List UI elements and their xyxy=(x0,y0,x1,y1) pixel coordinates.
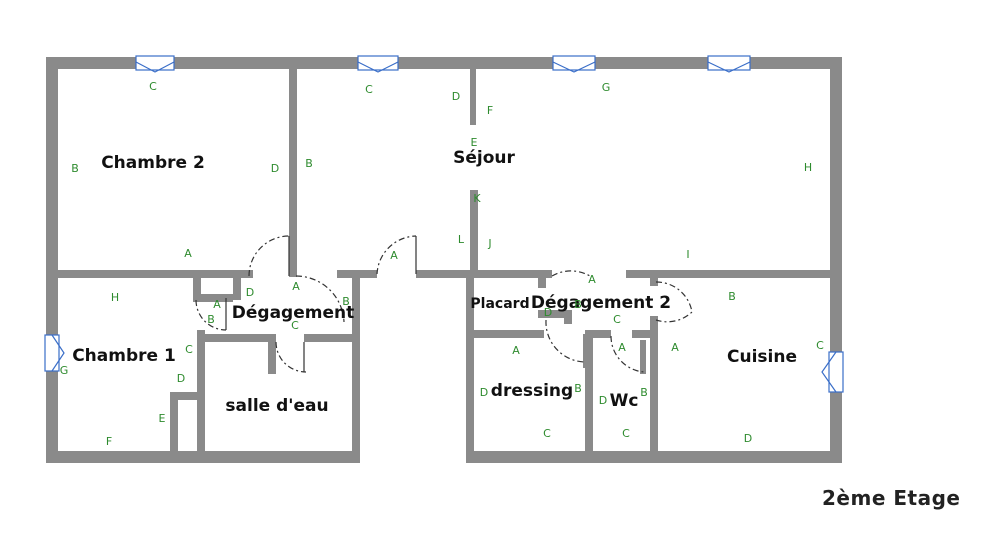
wall-letter: C xyxy=(365,83,373,96)
wall-letter: F xyxy=(106,435,112,448)
wall-letter: B xyxy=(640,386,648,399)
wall-letter: A xyxy=(390,249,398,262)
wall-letter: G xyxy=(60,364,69,377)
window-chambre2 xyxy=(135,55,175,71)
room-label-degagement: Dégagement xyxy=(232,303,354,323)
window-sejour-2 xyxy=(552,55,596,71)
wall-letter: G xyxy=(602,81,611,94)
room-label-sejour: Séjour xyxy=(453,148,515,168)
room-label-salle-deau: salle d'eau xyxy=(225,396,328,416)
wall-letter: D xyxy=(452,90,460,103)
wall-letter: E xyxy=(471,136,478,149)
wall-letter: B xyxy=(207,313,215,326)
wall-letter: D xyxy=(544,306,552,319)
wall-letter: B xyxy=(574,298,582,311)
wall-letter: A xyxy=(184,247,192,260)
windows xyxy=(44,55,844,393)
room-label-cuisine: Cuisine xyxy=(727,347,797,367)
walls xyxy=(46,57,842,463)
wall-letter: E xyxy=(159,412,166,425)
wall-letter: C xyxy=(622,427,630,440)
wall-letter: H xyxy=(804,161,812,174)
wall-letter: A xyxy=(618,341,626,354)
wall-letter: D xyxy=(177,372,185,385)
wall-letters: C B D A C D F E G B H K L J A I H G C D … xyxy=(60,80,824,448)
wall-letter: K xyxy=(473,192,481,205)
room-label-dressing: dressing xyxy=(491,381,573,401)
wall-letter: C xyxy=(291,319,299,332)
wall-letter: A xyxy=(512,344,520,357)
window-sejour-3 xyxy=(707,55,751,71)
wall-letter: D xyxy=(599,394,607,407)
room-label-placard: Placard xyxy=(470,296,529,312)
wall-letter: F xyxy=(487,104,493,117)
wall-letter: D xyxy=(744,432,752,445)
wall-letter: A xyxy=(588,273,596,286)
wall-letter: D xyxy=(271,162,279,175)
wall-letter: A xyxy=(213,298,221,311)
wall-letter: J xyxy=(487,237,491,250)
wall-letter: D xyxy=(246,286,254,299)
wall-letter: C xyxy=(613,313,621,326)
wall-letter: I xyxy=(686,248,689,261)
doors xyxy=(195,235,693,373)
wall-letter: A xyxy=(292,280,300,293)
wall-letter: H xyxy=(111,291,119,304)
wall-letter: C xyxy=(543,427,551,440)
window-sejour-1 xyxy=(357,55,399,71)
wall-letter: L xyxy=(458,233,465,246)
room-label-chambre2: Chambre 2 xyxy=(101,153,205,173)
wall-letter: C xyxy=(149,80,157,93)
wall-letter: D xyxy=(480,386,488,399)
floor-label: 2ème Etage xyxy=(822,486,961,510)
wall-letter: B xyxy=(342,295,350,308)
wall-letter: B xyxy=(574,382,582,395)
wall-letter: B xyxy=(71,162,79,175)
room-label-wc: Wc xyxy=(610,391,639,411)
room-label-degagement2: Dégagement 2 xyxy=(531,293,671,313)
wall-letter: C xyxy=(816,339,824,352)
wall-letter: C xyxy=(185,343,193,356)
wall-letter: A xyxy=(671,341,679,354)
wall-letter: B xyxy=(728,290,736,303)
wall-letter: B xyxy=(305,157,313,170)
room-label-chambre1: Chambre 1 xyxy=(72,346,176,366)
window-chambre1 xyxy=(44,334,60,372)
